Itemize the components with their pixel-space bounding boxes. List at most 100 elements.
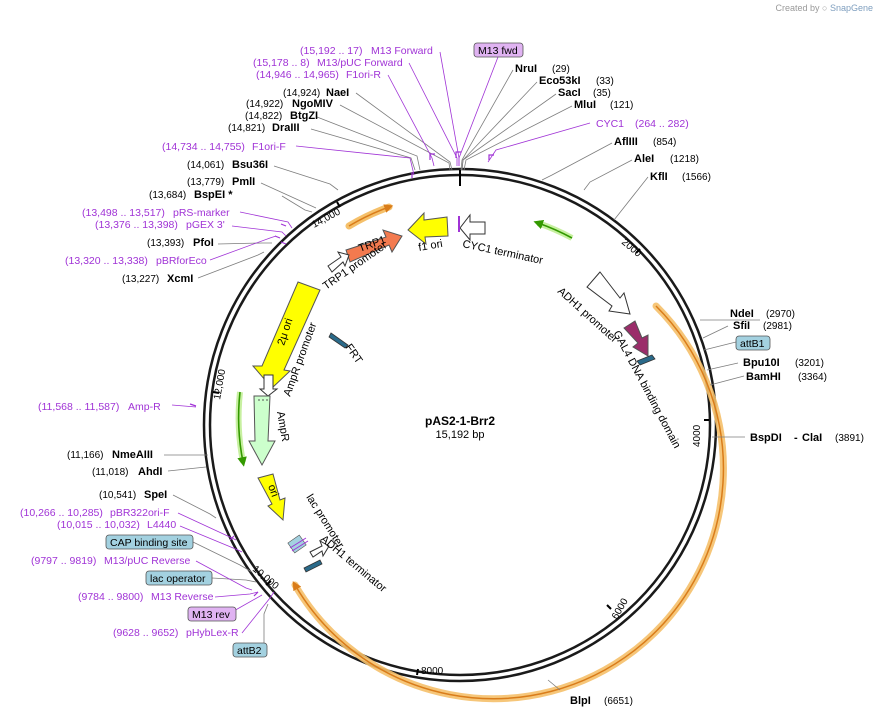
enzyme-btgzi: BtgZI — [290, 110, 318, 122]
enzyme-afliii: AflIII — [614, 136, 638, 148]
primer-prs-marker-pos: (13,498 .. 13,517) — [82, 207, 165, 219]
enzyme-pfoi: PfoI — [193, 237, 214, 249]
enzyme-btgzi-pos: (14,822) — [245, 111, 282, 122]
ori-arrow — [257, 473, 286, 522]
primer-cyc1: CYC1 — [596, 118, 624, 130]
enzyme-spei: SpeI — [144, 489, 167, 501]
connector-lines — [164, 69, 760, 691]
enzyme-bamhi-pos: (3364) — [798, 372, 827, 383]
primer-labels: (15,192 .. 17) M13 Forward (15,178 .. 8)… — [20, 45, 689, 639]
label-ampr: AmpR — [274, 410, 291, 442]
adh1-promoter-arrow — [586, 271, 631, 315]
enzyme-ahdi-pos: (11,018) — [92, 467, 129, 478]
enzyme-saci-pos: (35) — [593, 88, 611, 99]
label-f1-ori: f1 ori — [417, 238, 443, 254]
enzyme-nrui: NruI — [515, 63, 537, 75]
enzyme-bamhi: BamHI — [746, 371, 781, 383]
primer-pgex3-pos: (13,376 .. 13,398) — [95, 219, 178, 231]
primer-phyblex-r-pos: (9628 .. 9652) — [113, 627, 178, 639]
enzyme-blpi-pos: (6651) — [604, 696, 633, 707]
boxed-labels: M13 fwd attB1 CAP binding site lac opera… — [105, 42, 771, 658]
enzyme-bpu10i: Bpu10I — [743, 357, 780, 369]
enzyme-ndei-pos: (2970) — [766, 309, 795, 320]
primer-pbr322ori-f-pos: (10,266 .. 10,285) — [20, 507, 103, 519]
enzyme-draiii: DraIII — [272, 122, 300, 134]
ampr-arrow — [248, 395, 276, 467]
tick-label-8000: 8000 — [421, 666, 444, 677]
enzyme-pmli-pos: (13,779) — [187, 177, 224, 188]
box-lac-operator: lac operator — [150, 573, 206, 585]
lac-cap-site-cluster — [287, 534, 309, 554]
frt-marker — [328, 332, 349, 349]
enzyme-alei-pos: (1218) — [670, 154, 699, 165]
primer-m13puc-reverse-pos: (9797 .. 9819) — [31, 555, 96, 567]
enzyme-mlui-pos: (121) — [610, 100, 633, 111]
enzyme-ngomiv: NgoMIV — [292, 98, 334, 110]
enzyme-kfli-pos: (1566) — [682, 172, 711, 183]
enzyme-spei-pos: (10,541) — [99, 490, 136, 501]
primer-pbrforeco: pBRforEco — [156, 255, 207, 267]
label-ori: ori — [265, 483, 280, 499]
primer-pbrforeco-pos: (13,320 .. 13,338) — [65, 255, 148, 267]
enzyme-labels: NruI (29) Eco53kI (33) SacI (35) MluI (1… — [67, 63, 864, 707]
label-cyc1-terminator: CYC1 terminator — [461, 238, 544, 267]
primer-m13puc-forward-pos: (15,178 .. 8) — [253, 57, 310, 69]
primer-f1ori-r: F1ori-R — [346, 69, 381, 81]
f1-ori-arrow — [407, 211, 449, 246]
primer-f1ori-r-pos: (14,946 .. 14,965) — [256, 69, 339, 81]
label-frt: FRT — [343, 342, 365, 366]
watermark-brand: SnapGene — [829, 3, 873, 13]
enzyme-eco53ki: Eco53kI — [539, 75, 581, 87]
attb1-site-marker — [636, 354, 656, 366]
primer-connector-lines — [171, 51, 591, 634]
tick-label-14000: 14,000 — [310, 206, 343, 230]
enzyme-afliii-pos: (854) — [653, 137, 676, 148]
enzyme-saci: SacI — [558, 87, 581, 99]
features — [248, 211, 656, 573]
enzyme-pfoi-pos: (13,393) — [147, 238, 184, 249]
label-adh1-terminator: ADH1 terminator — [318, 533, 389, 595]
adh1-terminator-marker — [303, 559, 323, 573]
box-attb2: attB2 — [237, 645, 262, 657]
enzyme-eco53ki-pos: (33) — [596, 76, 614, 87]
enzyme-ngomiv-pos: (14,922) — [246, 99, 283, 110]
tick-label-2000: 2000 — [619, 237, 643, 260]
enzyme-bsu36i: Bsu36I — [232, 159, 268, 171]
enzyme-ahdi: AhdI — [138, 466, 162, 478]
enzyme-naei: NaeI — [326, 87, 349, 99]
primer-cyc1-pos: (264 .. 282) — [635, 118, 689, 130]
primer-m13puc-forward: M13/pUC Forward — [317, 57, 403, 69]
enzyme-nmeaiii-pos: (11,166) — [67, 450, 104, 461]
snapgene-watermark: Created by ○ SnapGene — [775, 3, 873, 13]
enzyme-bspdi-dash: - — [794, 432, 798, 444]
primer-f1ori-f-pos: (14,734 .. 14,755) — [162, 141, 245, 153]
enzyme-bpu10i-pos: (3201) — [795, 358, 824, 369]
watermark-prefix: Created by — [775, 3, 820, 13]
enzyme-clai: ClaI — [802, 432, 822, 444]
enzyme-bspei-pos: (13,684) — [149, 190, 186, 201]
primer-amp-r-pos: (11,568 .. 11,587) — [38, 401, 119, 413]
primer-l4440: L4440 — [147, 519, 176, 531]
primer-m13-forward-pos: (15,192 .. 17) — [300, 45, 362, 57]
primer-phyblex-r: pHybLex-R — [186, 627, 239, 639]
enzyme-kfli: KflI — [650, 171, 668, 183]
ampr-promoter-arrow — [258, 374, 279, 397]
trp1-promoter-arrow — [327, 251, 350, 273]
enzyme-alei: AleI — [634, 153, 654, 165]
primer-amp-r: Amp-R — [128, 401, 161, 413]
plasmid-name: pAS2-1-Brr2 — [425, 414, 495, 428]
primer-pgex3: pGEX 3' — [186, 219, 225, 231]
enzyme-naei-pos: (14,924) — [283, 88, 320, 99]
enzyme-bspdi: BspDI — [750, 432, 782, 444]
enzyme-xcmi: XcmI — [167, 273, 193, 285]
primer-m13puc-reverse: M13/pUC Reverse — [104, 555, 191, 567]
orfs — [291, 203, 727, 703]
box-cap-binding-site: CAP binding site — [110, 537, 188, 549]
plasmid-length: 15,192 bp — [436, 429, 485, 441]
primer-m13-forward: M13 Forward — [371, 45, 433, 57]
two-mu-ori-arrow — [251, 281, 321, 389]
cyc1-terminator-arrow — [459, 213, 486, 242]
primer-prs-marker: pRS-marker — [173, 207, 230, 219]
enzyme-draiii-pos: (14,821) — [228, 123, 265, 134]
orf-gal4-long — [291, 302, 727, 703]
